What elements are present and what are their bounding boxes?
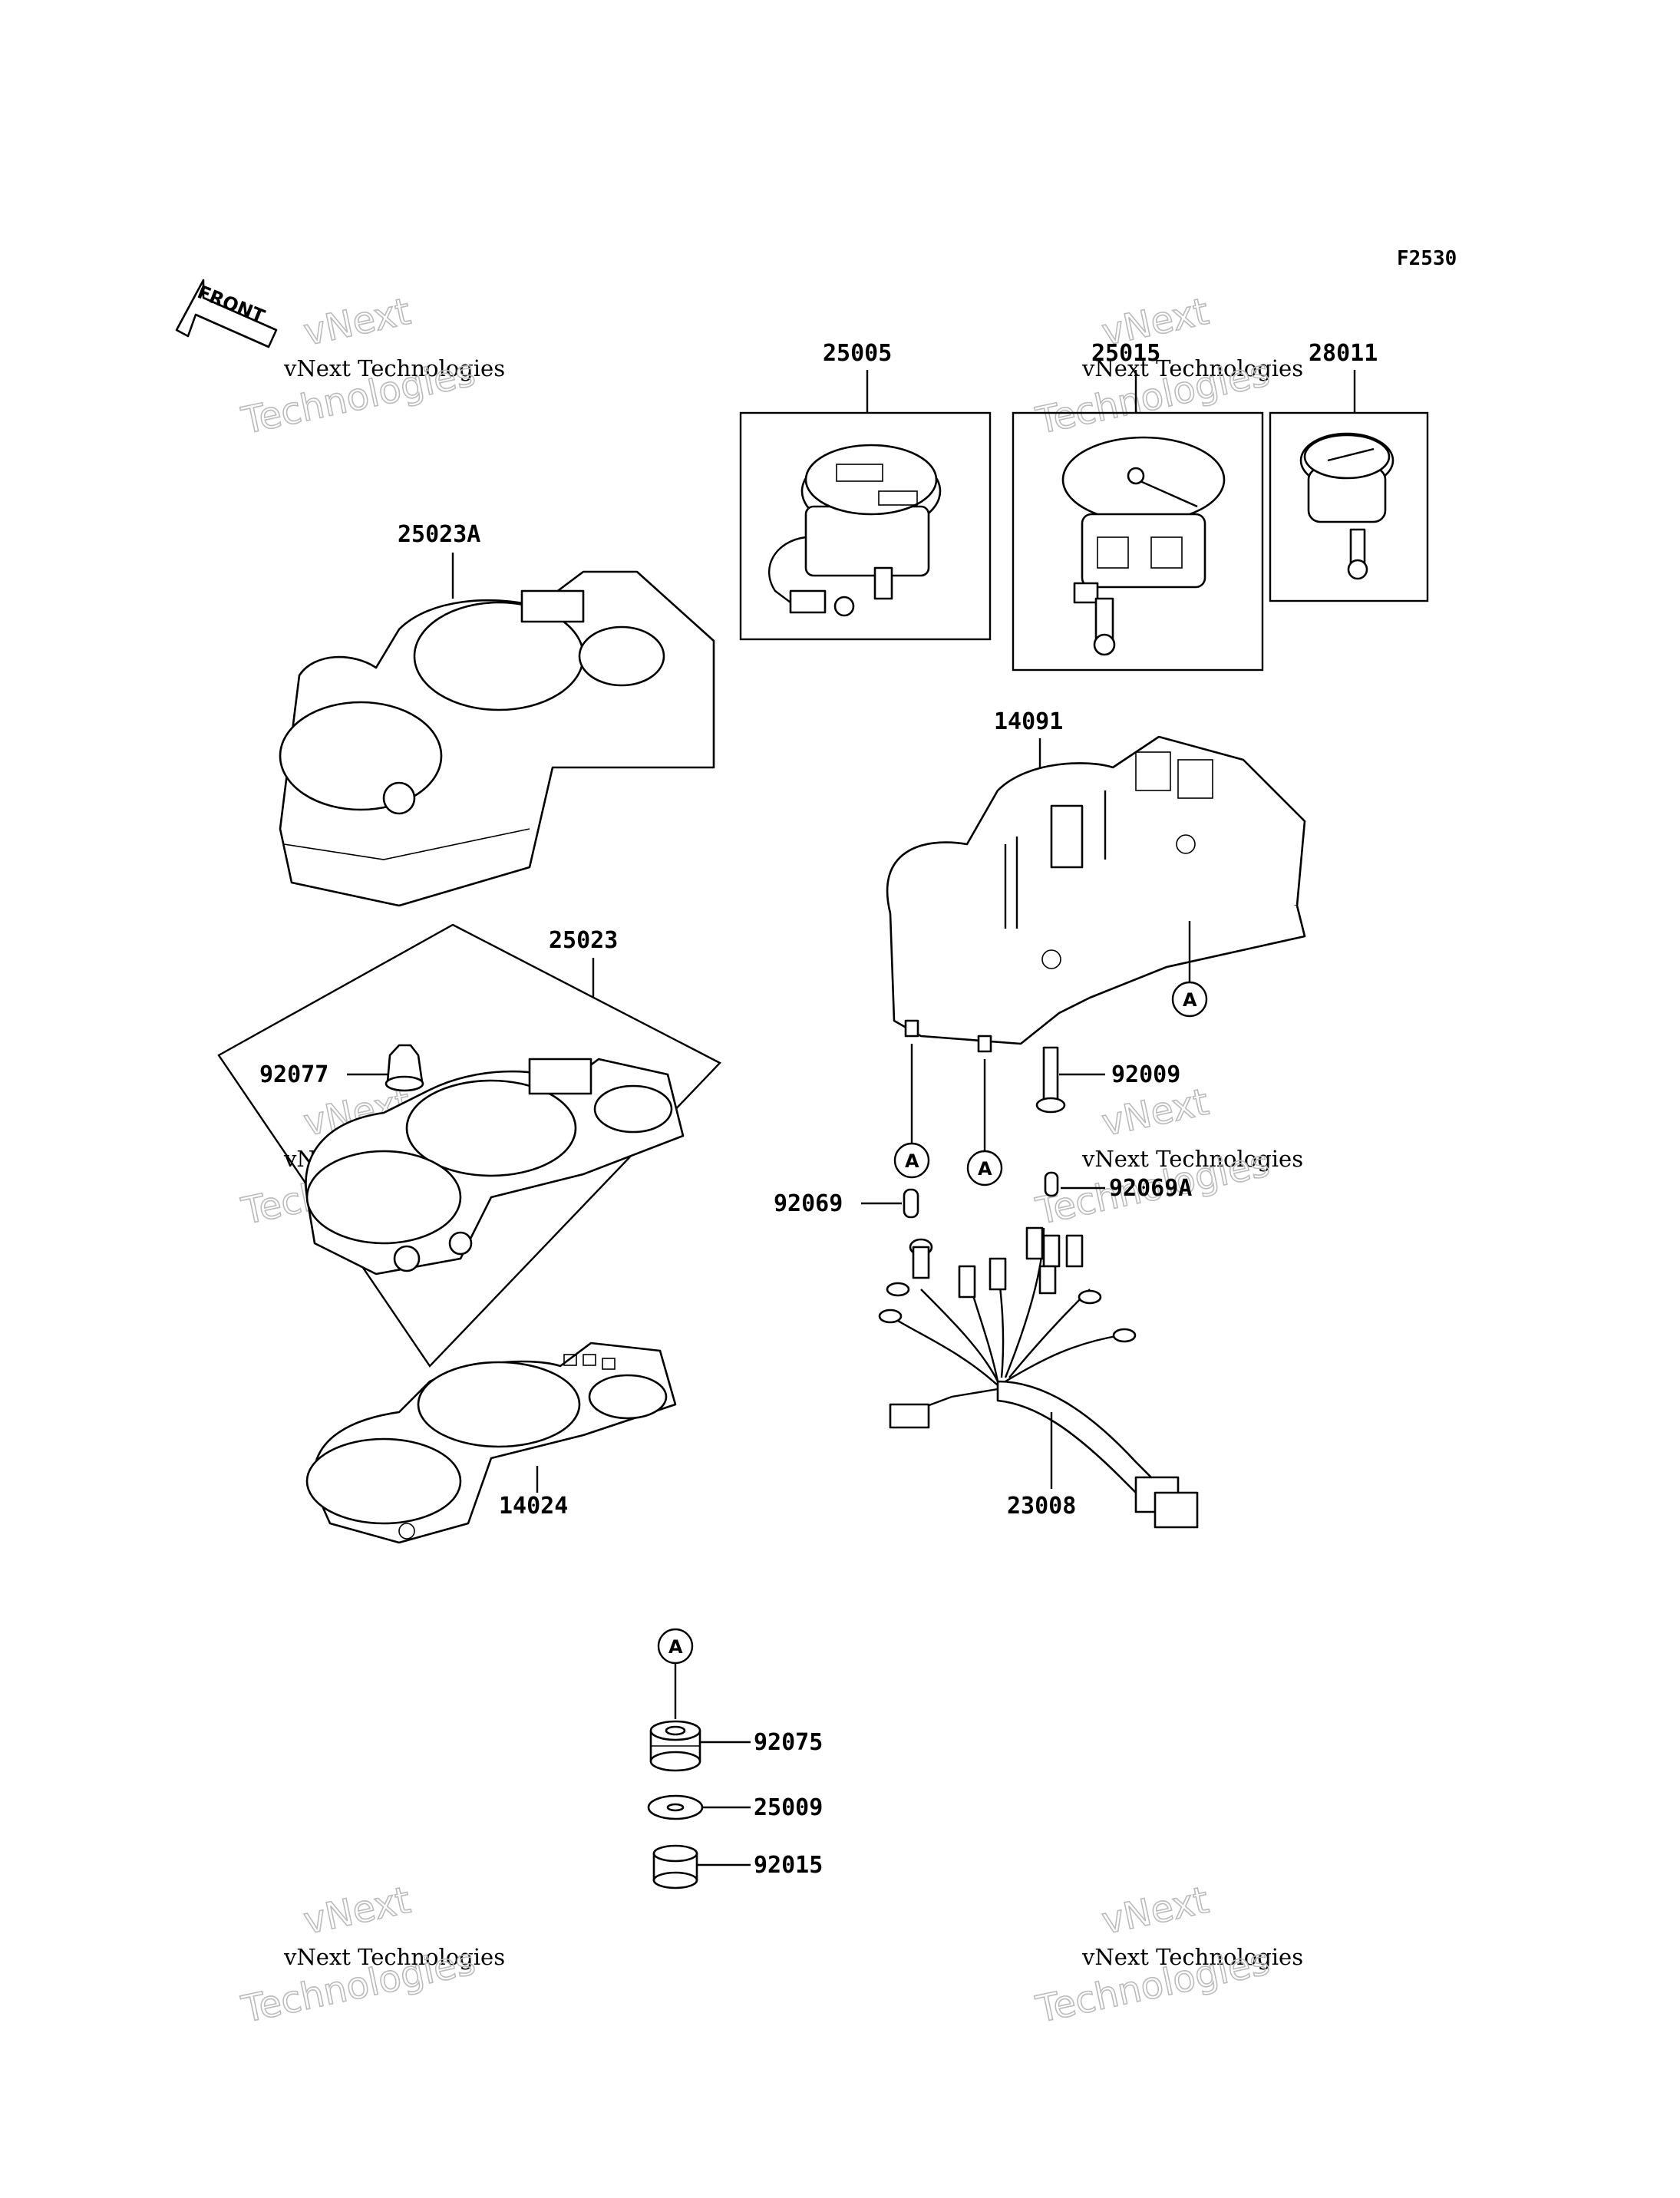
svg-text:A: A — [978, 1158, 992, 1180]
svg-text:A: A — [668, 1636, 683, 1658]
svg-text:vNext: vNext — [1098, 1879, 1213, 1943]
svg-text:vNext Technologies: vNext Technologies — [1081, 1146, 1303, 1172]
svg-text:vNext Technologies: vNext Technologies — [283, 1944, 505, 1970]
ref-mark-a-1: A — [1171, 921, 1208, 1018]
watermark-bottom-left: vNext vNext Technologies Technologies — [237, 1878, 505, 2032]
svg-text:vNext Technologies: vNext Technologies — [1081, 1944, 1303, 1970]
part-label-25023A: 25023A — [398, 521, 480, 548]
svg-text:vNext: vNext — [1098, 1081, 1213, 1145]
ref-mark-a-2: A — [893, 1044, 930, 1179]
part-label-23008: 23008 — [1007, 1493, 1076, 1520]
part-28011-fuel-gauge — [1299, 432, 1394, 580]
watermark-mid-right: vNext vNext Technologies Technologies — [1031, 1080, 1303, 1234]
part-label-92075: 92075 — [754, 1729, 823, 1756]
part-label-92069A: 92069A — [1109, 1175, 1192, 1202]
part-92077-grommet — [385, 1044, 424, 1092]
part-14091-meter-case — [886, 735, 1306, 1053]
part-label-14091: 14091 — [994, 708, 1063, 735]
part-92069-bulb — [903, 1188, 919, 1219]
part-92069A-bulb — [1044, 1171, 1059, 1197]
part-25005-speedometer — [767, 444, 942, 617]
box-25015 — [1012, 411, 1264, 672]
svg-text:A: A — [905, 1150, 919, 1172]
part-label-92015: 92015 — [754, 1852, 823, 1879]
part-25023-meter-lens — [305, 1058, 685, 1276]
part-label-25009: 25009 — [754, 1794, 823, 1821]
svg-text:vNext: vNext — [300, 290, 414, 355]
watermark-top-left: vNext vNext Technologies Technologies — [237, 289, 505, 444]
front-arrow-icon: FRONT — [175, 279, 278, 348]
ref-mark-a-4: A — [657, 1628, 694, 1719]
part-label-25015: 25015 — [1091, 340, 1160, 367]
frame-25023 — [217, 923, 721, 1368]
box-28011 — [1269, 411, 1429, 602]
ref-mark-a-3: A — [966, 1059, 1003, 1186]
part-label-92077: 92077 — [259, 1061, 328, 1088]
part-92009-screw — [1035, 1046, 1066, 1114]
part-label-92069: 92069 — [774, 1190, 843, 1217]
part-label-28011: 28011 — [1309, 340, 1378, 367]
part-label-25023: 25023 — [549, 927, 618, 954]
svg-text:vNext Technologies: vNext Technologies — [283, 355, 505, 381]
part-23008-wiring-harness — [878, 1226, 1199, 1529]
part-92015-nut — [652, 1844, 698, 1889]
part-92075-damper — [649, 1720, 701, 1772]
part-14024-gasket — [305, 1342, 677, 1544]
figure-id: F2530 — [1397, 247, 1457, 270]
watermark-bottom-right: vNext vNext Technologies Technologies — [1031, 1878, 1303, 2032]
svg-text:vNext: vNext — [300, 1879, 414, 1943]
svg-text:A: A — [1183, 989, 1197, 1011]
box-25005 — [739, 411, 992, 641]
part-25009-washer — [647, 1794, 704, 1820]
part-25023A-upper-cover — [279, 570, 715, 907]
part-25015-tachometer — [1061, 436, 1226, 656]
part-label-25005: 25005 — [823, 340, 892, 367]
part-label-14024: 14024 — [499, 1493, 568, 1520]
svg-text:vNext Technologies: vNext Technologies — [1081, 355, 1303, 381]
part-label-92009: 92009 — [1111, 1061, 1180, 1088]
